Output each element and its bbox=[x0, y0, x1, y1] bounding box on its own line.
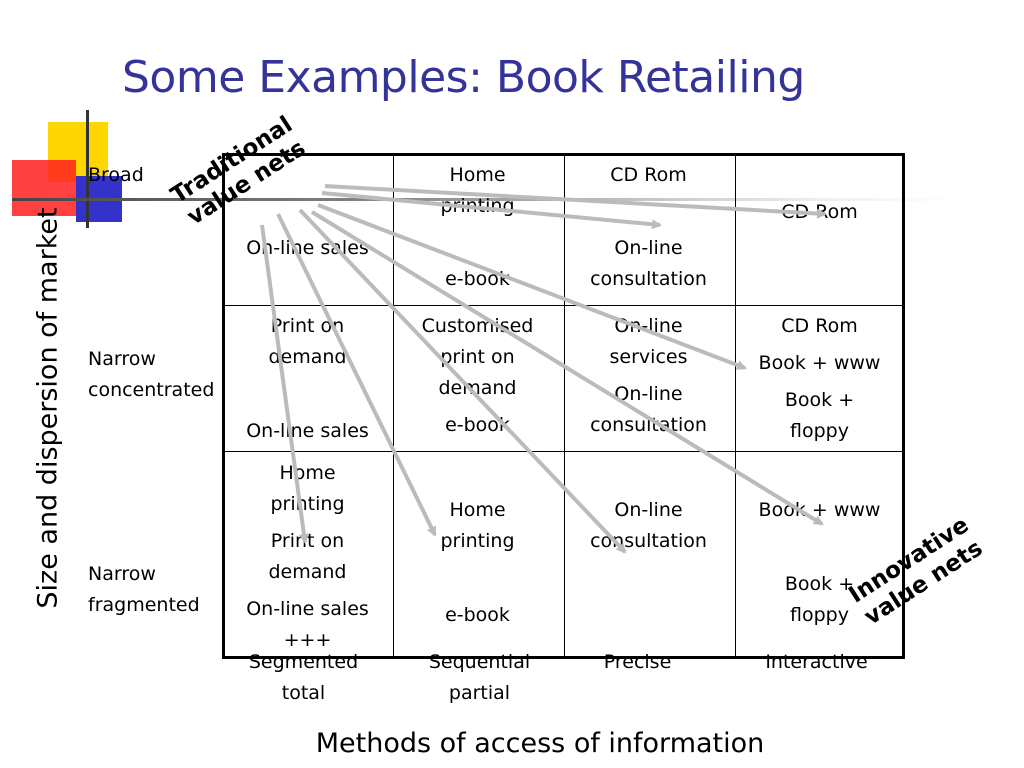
arrow-to-home-printing bbox=[321, 191, 662, 230]
row-label-broad: Broad bbox=[88, 164, 144, 186]
cell-fragmented-sequential-top: Home printing bbox=[440, 499, 515, 552]
deco-horizontal-line bbox=[12, 198, 962, 201]
cell-concentrated-sequential-top: Customised print on demand bbox=[421, 315, 534, 399]
deco-red-square bbox=[12, 160, 76, 216]
grid-divider bbox=[393, 156, 394, 656]
column-label-interactive: Interactive bbox=[765, 651, 868, 673]
cell-fragmented-segmented-second: Print on demand bbox=[268, 530, 347, 583]
cell-concentrated-interactive-top: CD Rom bbox=[781, 315, 858, 337]
cell-broad-precise-top: CD Rom bbox=[610, 164, 687, 186]
deco-vertical-line bbox=[86, 110, 89, 228]
cell-concentrated-interactive-second: Book + www bbox=[758, 352, 881, 374]
cell-fragmented-sequential-bottom: e-book bbox=[445, 604, 510, 626]
cell-fragmented-interactive-bottom: Book + floppy bbox=[784, 573, 855, 626]
arrow-to-online-consultation bbox=[298, 208, 627, 554]
grid-divider bbox=[225, 451, 902, 452]
grid-divider bbox=[735, 156, 736, 656]
x-axis-label: Methods of access of information bbox=[315, 728, 765, 759]
cell-broad-precise-bottom: On-line consultation bbox=[590, 237, 707, 290]
arrow-to-broad-cdrom bbox=[324, 184, 827, 219]
row-label-narrow-fragmented: Narrow fragmented bbox=[88, 563, 200, 616]
cell-concentrated-interactive-bottom: Book + floppy bbox=[784, 389, 855, 442]
cell-concentrated-segmented-top: Print on demand bbox=[268, 315, 347, 368]
cell-fragmented-interactive-top: Book + www bbox=[758, 499, 881, 521]
page-title: Some Examples: Book Retailing bbox=[122, 52, 805, 103]
column-label-precise: Precise bbox=[603, 651, 672, 673]
cell-concentrated-precise-bottom: On-line consultation bbox=[590, 383, 707, 436]
column-label-sequential-partial: Sequential partial bbox=[428, 651, 531, 704]
arrow-to-fragmented-home-printing bbox=[276, 213, 437, 537]
arrow-to-print-on-demand bbox=[260, 224, 309, 544]
arrow-to-fragmented-book-www bbox=[310, 210, 824, 526]
grid-divider bbox=[225, 305, 902, 306]
cell-concentrated-segmented-bottom: On-line sales bbox=[246, 420, 369, 442]
cell-concentrated-precise-top: On-line services bbox=[609, 315, 688, 368]
arrow-to-book-www bbox=[317, 203, 747, 370]
column-label-segmented-total: Segmented total bbox=[248, 651, 359, 704]
cell-fragmented-segmented-bottom: On-line sales +++ bbox=[246, 598, 369, 651]
cell-concentrated-sequential-bottom: e-book bbox=[445, 414, 510, 436]
grid-divider bbox=[564, 156, 565, 656]
row-label-narrow-concentrated: Narrow concentrated bbox=[88, 348, 215, 401]
matrix-grid bbox=[222, 153, 905, 659]
